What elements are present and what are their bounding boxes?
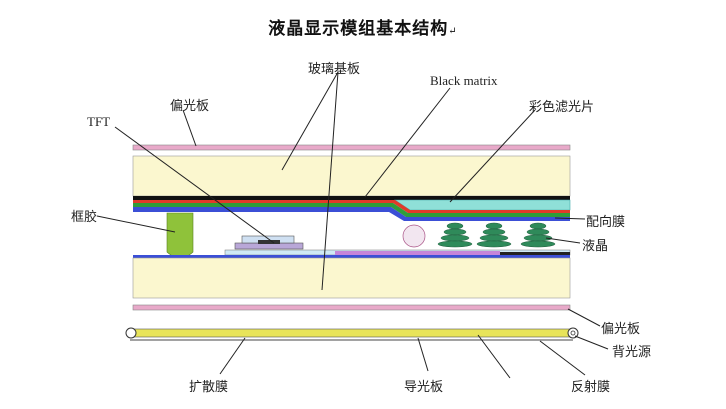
bottom-black-strip: [500, 252, 570, 255]
leader-guide-2: [477, 334, 511, 379]
black-matrix-layer: [133, 196, 570, 200]
liquid-crystal-stack-3: [520, 222, 556, 248]
liquid-crystal-stack-1: [437, 222, 473, 248]
backlight-left: [125, 327, 137, 339]
lower-glass-substrate: [132, 257, 571, 299]
leader-color-filter: [449, 109, 536, 203]
green-layer: [133, 203, 570, 217]
top-polarizer-layer: [132, 144, 571, 151]
leader-polarizer-bottom: [567, 308, 601, 327]
bottom-polarizer-layer: [132, 304, 571, 311]
tft-device: [234, 235, 304, 250]
leader-glass-1: [281, 71, 339, 171]
leader-alignment: [554, 217, 586, 220]
liquid-crystal-stack-2: [476, 222, 512, 248]
light-guide-plate: [127, 328, 576, 338]
leader-sealant: [96, 215, 176, 233]
spacer-ball: [402, 224, 426, 248]
bottom-alignment-layer: [133, 255, 570, 258]
label-sealant: 框胶: [71, 210, 98, 225]
label-diffuser: 扩散膜: [189, 380, 229, 395]
label-tft: TFT: [87, 114, 111, 129]
red-layer: [133, 200, 570, 213]
label-black-matrix: Black matrix: [430, 73, 498, 88]
label-color-filter: 彩色滤光片: [529, 100, 595, 115]
leader-polarizer-top: [182, 109, 197, 147]
diagram-title: 液晶显示模组基本结构↵: [0, 14, 726, 39]
label-light-guide: 导光板: [404, 380, 444, 395]
leader-glass-2: [321, 71, 339, 291]
leader-liquid: [545, 237, 581, 244]
label-liquid-crystal: 液晶: [582, 239, 609, 254]
sealant-pillar: [166, 212, 194, 259]
label-glass-substrate: 玻璃基板: [308, 62, 361, 77]
color-filter-layer: [394, 199, 571, 211]
leader-reflector: [539, 340, 586, 376]
label-polarizer-bottom: 偏光板: [601, 322, 641, 337]
upper-glass-substrate: [132, 155, 571, 197]
leader-diffuser: [219, 337, 246, 375]
label-alignment-film: 配向膜: [586, 215, 626, 230]
leader-guide: [417, 337, 429, 372]
title-text: 液晶显示模组基本结构: [268, 19, 449, 39]
label-backlight: 背光源: [612, 345, 652, 360]
leader-tft: [114, 126, 275, 244]
title-return-mark: ↵: [448, 26, 458, 37]
leader-black-matrix: [364, 87, 451, 198]
label-reflector: 反射膜: [571, 380, 611, 395]
label-polarizer-top: 偏光板: [170, 99, 210, 114]
blue-layer: [133, 207, 570, 221]
bottom-electrode-layer: [335, 251, 500, 255]
leader-backlight: [574, 335, 609, 350]
